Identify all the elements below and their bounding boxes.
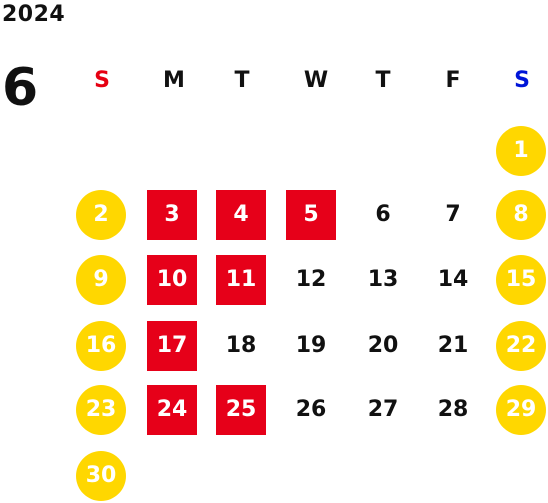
calendar-year: 2024 bbox=[2, 2, 66, 27]
calendar-day-6: 6 bbox=[375, 202, 391, 227]
calendar-day-1: 1 bbox=[496, 126, 546, 176]
weekday-header-tue: T bbox=[234, 68, 250, 93]
weekday-header-mon: M bbox=[163, 68, 185, 93]
calendar-day-2: 2 bbox=[76, 190, 126, 240]
calendar-day-30: 30 bbox=[76, 451, 126, 501]
calendar-day-29: 29 bbox=[496, 385, 546, 435]
weekday-header-fri: F bbox=[445, 68, 461, 93]
weekday-header-sat: S bbox=[514, 68, 530, 93]
calendar-day-12: 12 bbox=[295, 267, 327, 292]
calendar-day-23: 23 bbox=[76, 385, 126, 435]
calendar-day-28: 28 bbox=[437, 397, 469, 422]
calendar-day-25: 25 bbox=[216, 385, 266, 435]
weekday-header-sun: S bbox=[94, 68, 110, 93]
calendar-day-4: 4 bbox=[216, 190, 266, 240]
calendar-day-14: 14 bbox=[437, 267, 469, 292]
weekday-header-wed: W bbox=[303, 68, 329, 93]
calendar-month: 6 bbox=[2, 58, 39, 118]
calendar-day-15: 15 bbox=[496, 255, 546, 305]
calendar-day-16: 16 bbox=[76, 321, 126, 371]
calendar-day-18: 18 bbox=[225, 333, 257, 358]
calendar-day-11: 11 bbox=[216, 255, 266, 305]
calendar-day-5: 5 bbox=[286, 190, 336, 240]
calendar-day-3: 3 bbox=[147, 190, 197, 240]
calendar-day-13: 13 bbox=[367, 267, 399, 292]
calendar-day-26: 26 bbox=[295, 397, 327, 422]
calendar-day-19: 19 bbox=[295, 333, 327, 358]
calendar-day-20: 20 bbox=[367, 333, 399, 358]
calendar-day-9: 9 bbox=[76, 255, 126, 305]
calendar-day-7: 7 bbox=[445, 202, 461, 227]
weekday-header-thu: T bbox=[375, 68, 391, 93]
calendar-day-24: 24 bbox=[147, 385, 197, 435]
calendar-day-21: 21 bbox=[437, 333, 469, 358]
calendar-day-17: 17 bbox=[147, 321, 197, 371]
calendar-day-22: 22 bbox=[496, 321, 546, 371]
calendar-day-10: 10 bbox=[147, 255, 197, 305]
calendar-day-27: 27 bbox=[367, 397, 399, 422]
calendar-day-8: 8 bbox=[496, 190, 546, 240]
